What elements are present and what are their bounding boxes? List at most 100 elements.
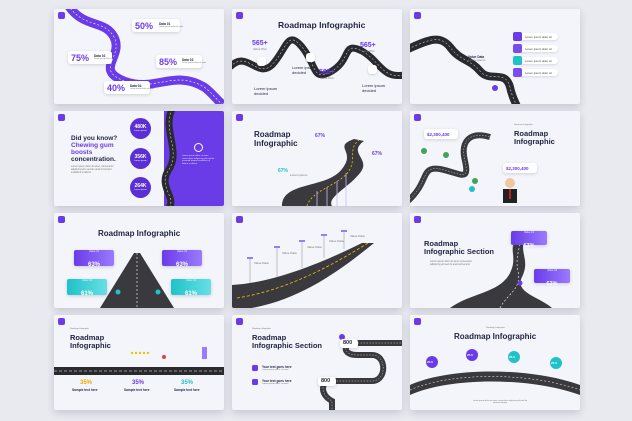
straight-road: [54, 347, 224, 375]
logo-icon: [58, 12, 65, 19]
data-desc-2: Lorem ipsum dolor sit amet: [94, 58, 119, 60]
slide-9[interactable]: Roadmap Infographic Section Lorem ipsum …: [410, 213, 580, 308]
value-data-sub: Lorem ipsum: [468, 58, 486, 62]
row-1-desc: Lorem ipsum dolor sit amet: [262, 369, 289, 371]
data-label-3: Data 03: [182, 58, 194, 62]
title-line-2: Infographic Section: [252, 341, 323, 350]
value-label-3: Value Data: [307, 245, 322, 249]
title-line-1: Roadmap: [70, 333, 105, 342]
headline-1: Did you know?: [71, 135, 118, 142]
value-card-2: [318, 377, 336, 386]
pin-icon: [257, 57, 266, 66]
winding-road-3: [410, 35, 521, 104]
list-icon: [513, 44, 522, 53]
logo-icon: [236, 216, 243, 223]
slide-caption: Roadmap Infographic: [252, 328, 272, 330]
slide-1[interactable]: 50% Data 01 Lorem ipsum dolor sit amet 7…: [54, 9, 224, 104]
pin-icon: [368, 65, 377, 74]
pin-value-2: 25.0: [467, 353, 473, 357]
data-desc-4: Lorem ipsum dolor sit amet: [130, 88, 155, 90]
data-value-4: 40%: [107, 83, 126, 93]
value-3-label: Value Plot: [320, 76, 334, 80]
pin-icon: [306, 53, 315, 62]
percent-1: 35%: [80, 380, 93, 386]
arched-road: [410, 349, 580, 395]
slide-4[interactable]: Did you know? Chewing gum boosts concent…: [54, 111, 224, 206]
value-2: 565+: [360, 42, 376, 49]
body-text: Lorem ipsum dolor sit amet, consectetur …: [71, 165, 114, 174]
list-icon: [513, 68, 522, 77]
value-1: 800: [343, 340, 353, 346]
money-value-1: $2,300,400: [427, 132, 450, 137]
slide-title: Roadmap Infographic: [278, 20, 366, 30]
row-1-title: Your text goes here: [262, 365, 292, 369]
pin-value-4: 25.0: [551, 361, 557, 365]
body-text: Lorem ipsum dolor sit amet consectetur a…: [472, 400, 528, 405]
slide-2[interactable]: Roadmap Infographic 565+ Value Plot 565+…: [232, 9, 402, 104]
logo-icon: [58, 216, 65, 223]
slide-6[interactable]: Roadmap Infographic Roadmap Infographic …: [410, 111, 580, 206]
medal-icon: [194, 143, 203, 152]
slide-5[interactable]: Roadmap Infographic 67% 67% 67% Lorem ip…: [232, 111, 402, 206]
pill-2: Lorem ipsum dolor sit: [513, 44, 558, 53]
logo-icon: [414, 216, 421, 223]
pill-3: Lorem ipsum dolor sit: [513, 56, 558, 65]
percent-3: 67%: [372, 151, 383, 157]
slide-12[interactable]: Roadmap Infographic Roadmap Infographic …: [410, 315, 580, 410]
value-2-label: Value Plot: [361, 49, 375, 53]
logo-icon: [58, 114, 65, 121]
title-line-1: Roadmap: [424, 239, 459, 248]
data-desc-3: Lorem ipsum dolor sit amet: [182, 62, 207, 64]
headline-3: boosts: [71, 149, 93, 156]
title-line-1: Roadmap: [252, 333, 287, 342]
value-label-4: Value Data: [329, 239, 344, 243]
data-label-4: Data 04: [130, 84, 142, 88]
logo-icon: [414, 318, 421, 325]
title-line-2: Infographic: [514, 137, 555, 146]
data-card-3: [156, 55, 202, 68]
pin-value-3: 25.0: [509, 355, 515, 359]
value-data-label: Value Data: [468, 55, 485, 59]
text-3: Lorem ipsum decided: [362, 83, 386, 93]
slide-caption: Roadmap Infographic: [70, 328, 90, 330]
data-card-1: [132, 19, 180, 32]
data-card-2: [68, 51, 112, 64]
row-2-desc: Lorem ipsum dolor sit amet: [262, 383, 289, 385]
percent-2: 35%: [132, 380, 145, 386]
data-value-2: 75%: [71, 53, 90, 63]
data-value-1: 50%: [135, 21, 154, 31]
slide-3[interactable]: Value Data Lorem ipsum Lorem ipsum dolor…: [410, 9, 580, 104]
caption: Lorem ipsum: [290, 173, 308, 177]
pill-4: Lorem ipsum dolor sit: [513, 68, 558, 77]
slide-10[interactable]: Roadmap Infographic Roadmap Infographic …: [54, 315, 224, 410]
panel-text: Lorem ipsum dolor sit amet consectetur a…: [182, 155, 215, 165]
text-1: Lorem ipsum decided: [292, 65, 316, 75]
winding-road-2: [232, 36, 402, 80]
purple-panel: [161, 111, 224, 206]
curved-highway: [232, 230, 374, 308]
data-value-3: 85%: [159, 57, 178, 67]
slide-11[interactable]: Roadmap Infographic Roadmap Infographic …: [232, 315, 402, 410]
data-label-1: Data 01: [159, 22, 171, 26]
headline-2: Chewing gum: [71, 142, 114, 149]
pin-value-1: 25.0: [427, 360, 433, 364]
slide-title: Roadmap Infographic: [454, 332, 537, 341]
winding-road-1: [65, 9, 224, 104]
stepped-road: [252, 334, 402, 410]
label-2: Sample text here: [124, 388, 150, 392]
title-line-1: Roadmap: [254, 130, 291, 139]
value-1-label: Value Plot: [253, 47, 267, 51]
row-2-title: Your text goes here: [262, 379, 292, 383]
label-3: Sample text here: [174, 388, 200, 392]
logo-icon: [236, 318, 243, 325]
headline-4: concentration.: [71, 156, 116, 163]
slide-8[interactable]: Value Data Value Data Value Data Value D…: [232, 213, 402, 308]
